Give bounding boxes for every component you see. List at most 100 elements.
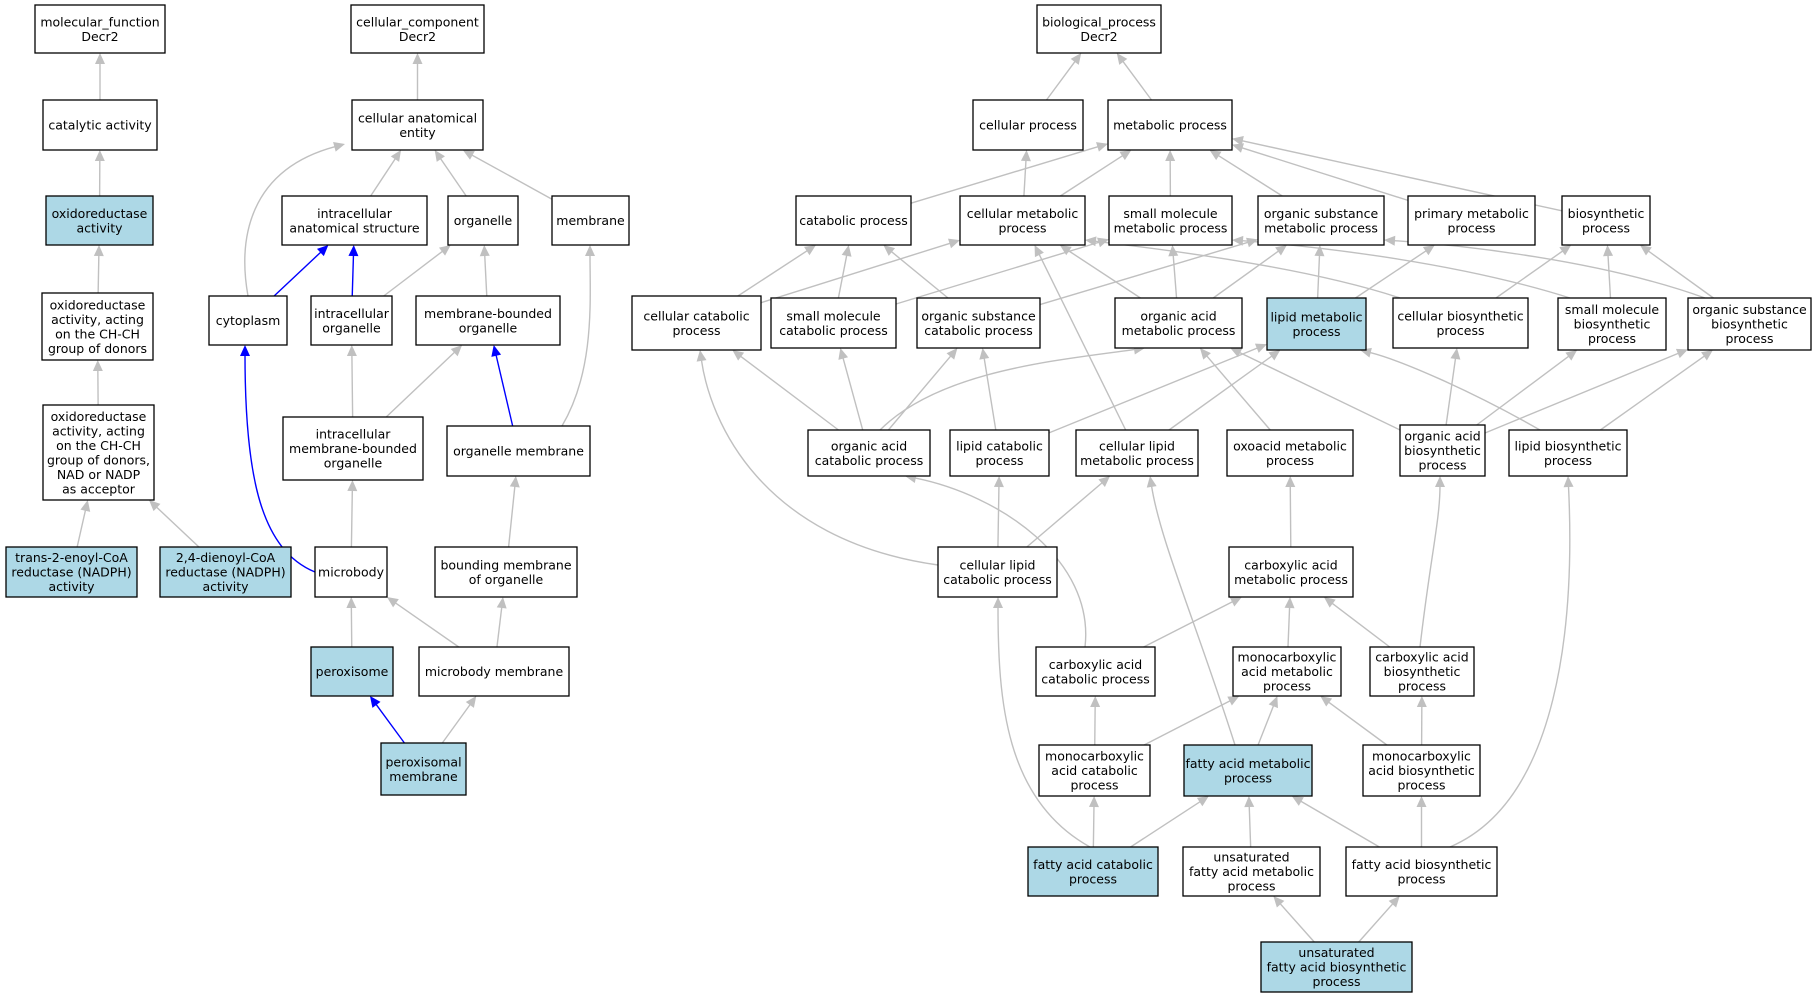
term-box-lipid-biosyn[interactable] [1508, 429, 1628, 477]
term-box-lipid-met[interactable] [1266, 297, 1367, 351]
term-box-fa-catab[interactable] [1027, 846, 1159, 897]
term-box-catalytic[interactable] [42, 99, 158, 151]
term-box-imbo[interactable] [282, 416, 424, 481]
term-box-cc-root[interactable] [350, 4, 485, 54]
term-box-org-acid-catab[interactable] [807, 429, 931, 477]
term-box-carbox-biosyn[interactable] [1369, 646, 1475, 697]
term-box-org-mem[interactable] [446, 425, 591, 477]
term-box-membrane[interactable] [551, 195, 630, 246]
term-box-trans2[interactable] [5, 546, 138, 598]
term-box-org-acid-biosyn[interactable] [1399, 424, 1486, 477]
term-box-bp-root[interactable] [1036, 4, 1162, 54]
term-box-org-acid-met[interactable] [1114, 297, 1243, 349]
term-box-dienoyl[interactable] [159, 546, 292, 598]
term-node-cell-proc[interactable]: cellular process [972, 99, 1084, 151]
term-box-mbo[interactable] [415, 295, 561, 346]
term-box-oxoacid-met[interactable] [1226, 429, 1354, 477]
term-box-fa-biosyn[interactable] [1345, 846, 1498, 897]
term-box-intra-org[interactable] [310, 295, 393, 346]
term-box-small-met[interactable] [1108, 195, 1233, 246]
term-box-oxidored[interactable] [45, 195, 154, 246]
term-node-peroxisome[interactable]: peroxisome [310, 646, 394, 697]
term-box-monocarb-met[interactable] [1232, 646, 1342, 697]
term-box-org-sub-biosyn[interactable] [1687, 297, 1812, 351]
term-box-lipid-catab[interactable] [949, 429, 1050, 477]
term-node-catab[interactable]: catabolic process [795, 195, 912, 246]
term-node-org-mem[interactable]: organelle membrane [446, 425, 591, 477]
term-box-organelle[interactable] [447, 195, 519, 246]
term-box-cytoplasm[interactable] [208, 295, 288, 346]
term-box-org-sub-met[interactable] [1257, 195, 1385, 246]
term-box-oxi-nadp[interactable] [42, 404, 155, 501]
term-box-perox-mem[interactable] [380, 742, 467, 796]
term-box-microbody[interactable] [314, 546, 388, 598]
term-box-met-proc[interactable] [1107, 99, 1233, 151]
term-box-cell-met[interactable] [959, 195, 1086, 246]
term-box-carbox-catab[interactable] [1035, 646, 1156, 697]
term-box-biosyn[interactable] [1561, 195, 1651, 246]
term-box-cell-lipid-met[interactable] [1075, 429, 1199, 477]
term-box-monocarb-biosyn[interactable] [1362, 744, 1481, 797]
term-box-org-sub-catab[interactable] [916, 297, 1041, 349]
term-box-cell-lipid-catab[interactable] [937, 546, 1058, 598]
term-node-microbody[interactable]: microbody [314, 546, 388, 598]
term-box-catab[interactable] [795, 195, 912, 246]
term-node-catalytic[interactable]: catalytic activity [42, 99, 158, 151]
term-node-organelle[interactable]: organelle [447, 195, 519, 246]
term-node-mb-mem[interactable]: microbody membrane [418, 646, 570, 697]
term-box-mf-root[interactable] [34, 4, 166, 54]
term-box-prim-met[interactable] [1407, 195, 1536, 246]
term-box-unsat-fa-met[interactable] [1182, 846, 1321, 897]
term-box-mb-mem[interactable] [418, 646, 570, 697]
term-node-membrane[interactable]: membrane [551, 195, 630, 246]
term-box-cae[interactable] [351, 99, 484, 151]
term-box-cell-biosyn[interactable] [1392, 297, 1529, 349]
term-box-monocarb-catab[interactable] [1038, 744, 1151, 797]
term-box-oxi-chch[interactable] [41, 292, 154, 361]
term-node-cytoplasm[interactable]: cytoplasm [208, 295, 288, 346]
term-box-fa-met[interactable] [1183, 744, 1313, 797]
term-box-cell-catab[interactable] [631, 295, 762, 351]
term-box-small-biosyn[interactable] [1557, 297, 1667, 351]
